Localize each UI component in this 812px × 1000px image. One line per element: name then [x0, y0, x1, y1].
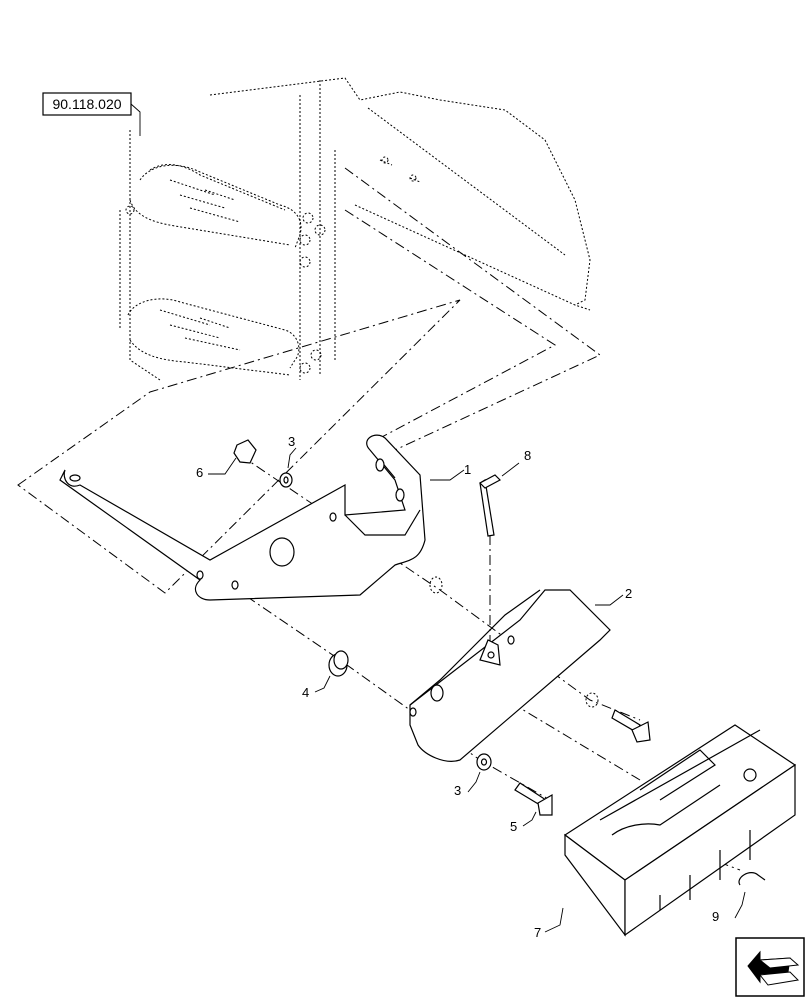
tool-box[interactable] — [563, 724, 797, 937]
callout-3a-label[interactable]: 3 — [288, 434, 295, 449]
washer-upper[interactable] — [279, 472, 293, 488]
bolt-upper[interactable] — [611, 709, 651, 743]
callout-7-label[interactable]: 7 — [534, 925, 541, 940]
phantom-steps-assembly — [119, 77, 591, 381]
retaining-pin[interactable] — [479, 474, 501, 537]
spacer[interactable] — [328, 650, 349, 677]
leader-lines — [208, 447, 746, 933]
callout-6-label[interactable]: 6 — [196, 465, 203, 480]
mounting-plate[interactable] — [409, 589, 611, 762]
hair-pin-clip[interactable] — [738, 872, 766, 886]
callout-3b-label[interactable]: 3 — [454, 783, 461, 798]
hex-nut[interactable] — [233, 439, 257, 464]
callout-1-label[interactable]: 1 — [464, 462, 471, 477]
bolt-lower[interactable] — [514, 782, 553, 816]
callout-9-label[interactable]: 9 — [712, 909, 719, 924]
mounting-bracket[interactable] — [59, 434, 426, 601]
reference-box[interactable]: 90.118.020 — [42, 92, 141, 136]
callout-2-label[interactable]: 2 — [625, 586, 632, 601]
callout-5-label[interactable]: 5 — [510, 819, 517, 834]
reference-label: 90.118.020 — [52, 96, 121, 112]
callout-8-label[interactable]: 8 — [524, 448, 531, 463]
washer-phantom — [429, 576, 599, 708]
next-page-arrow-icon[interactable] — [735, 937, 805, 997]
washer-lower[interactable] — [476, 753, 492, 771]
callout-4-label[interactable]: 4 — [302, 685, 309, 700]
